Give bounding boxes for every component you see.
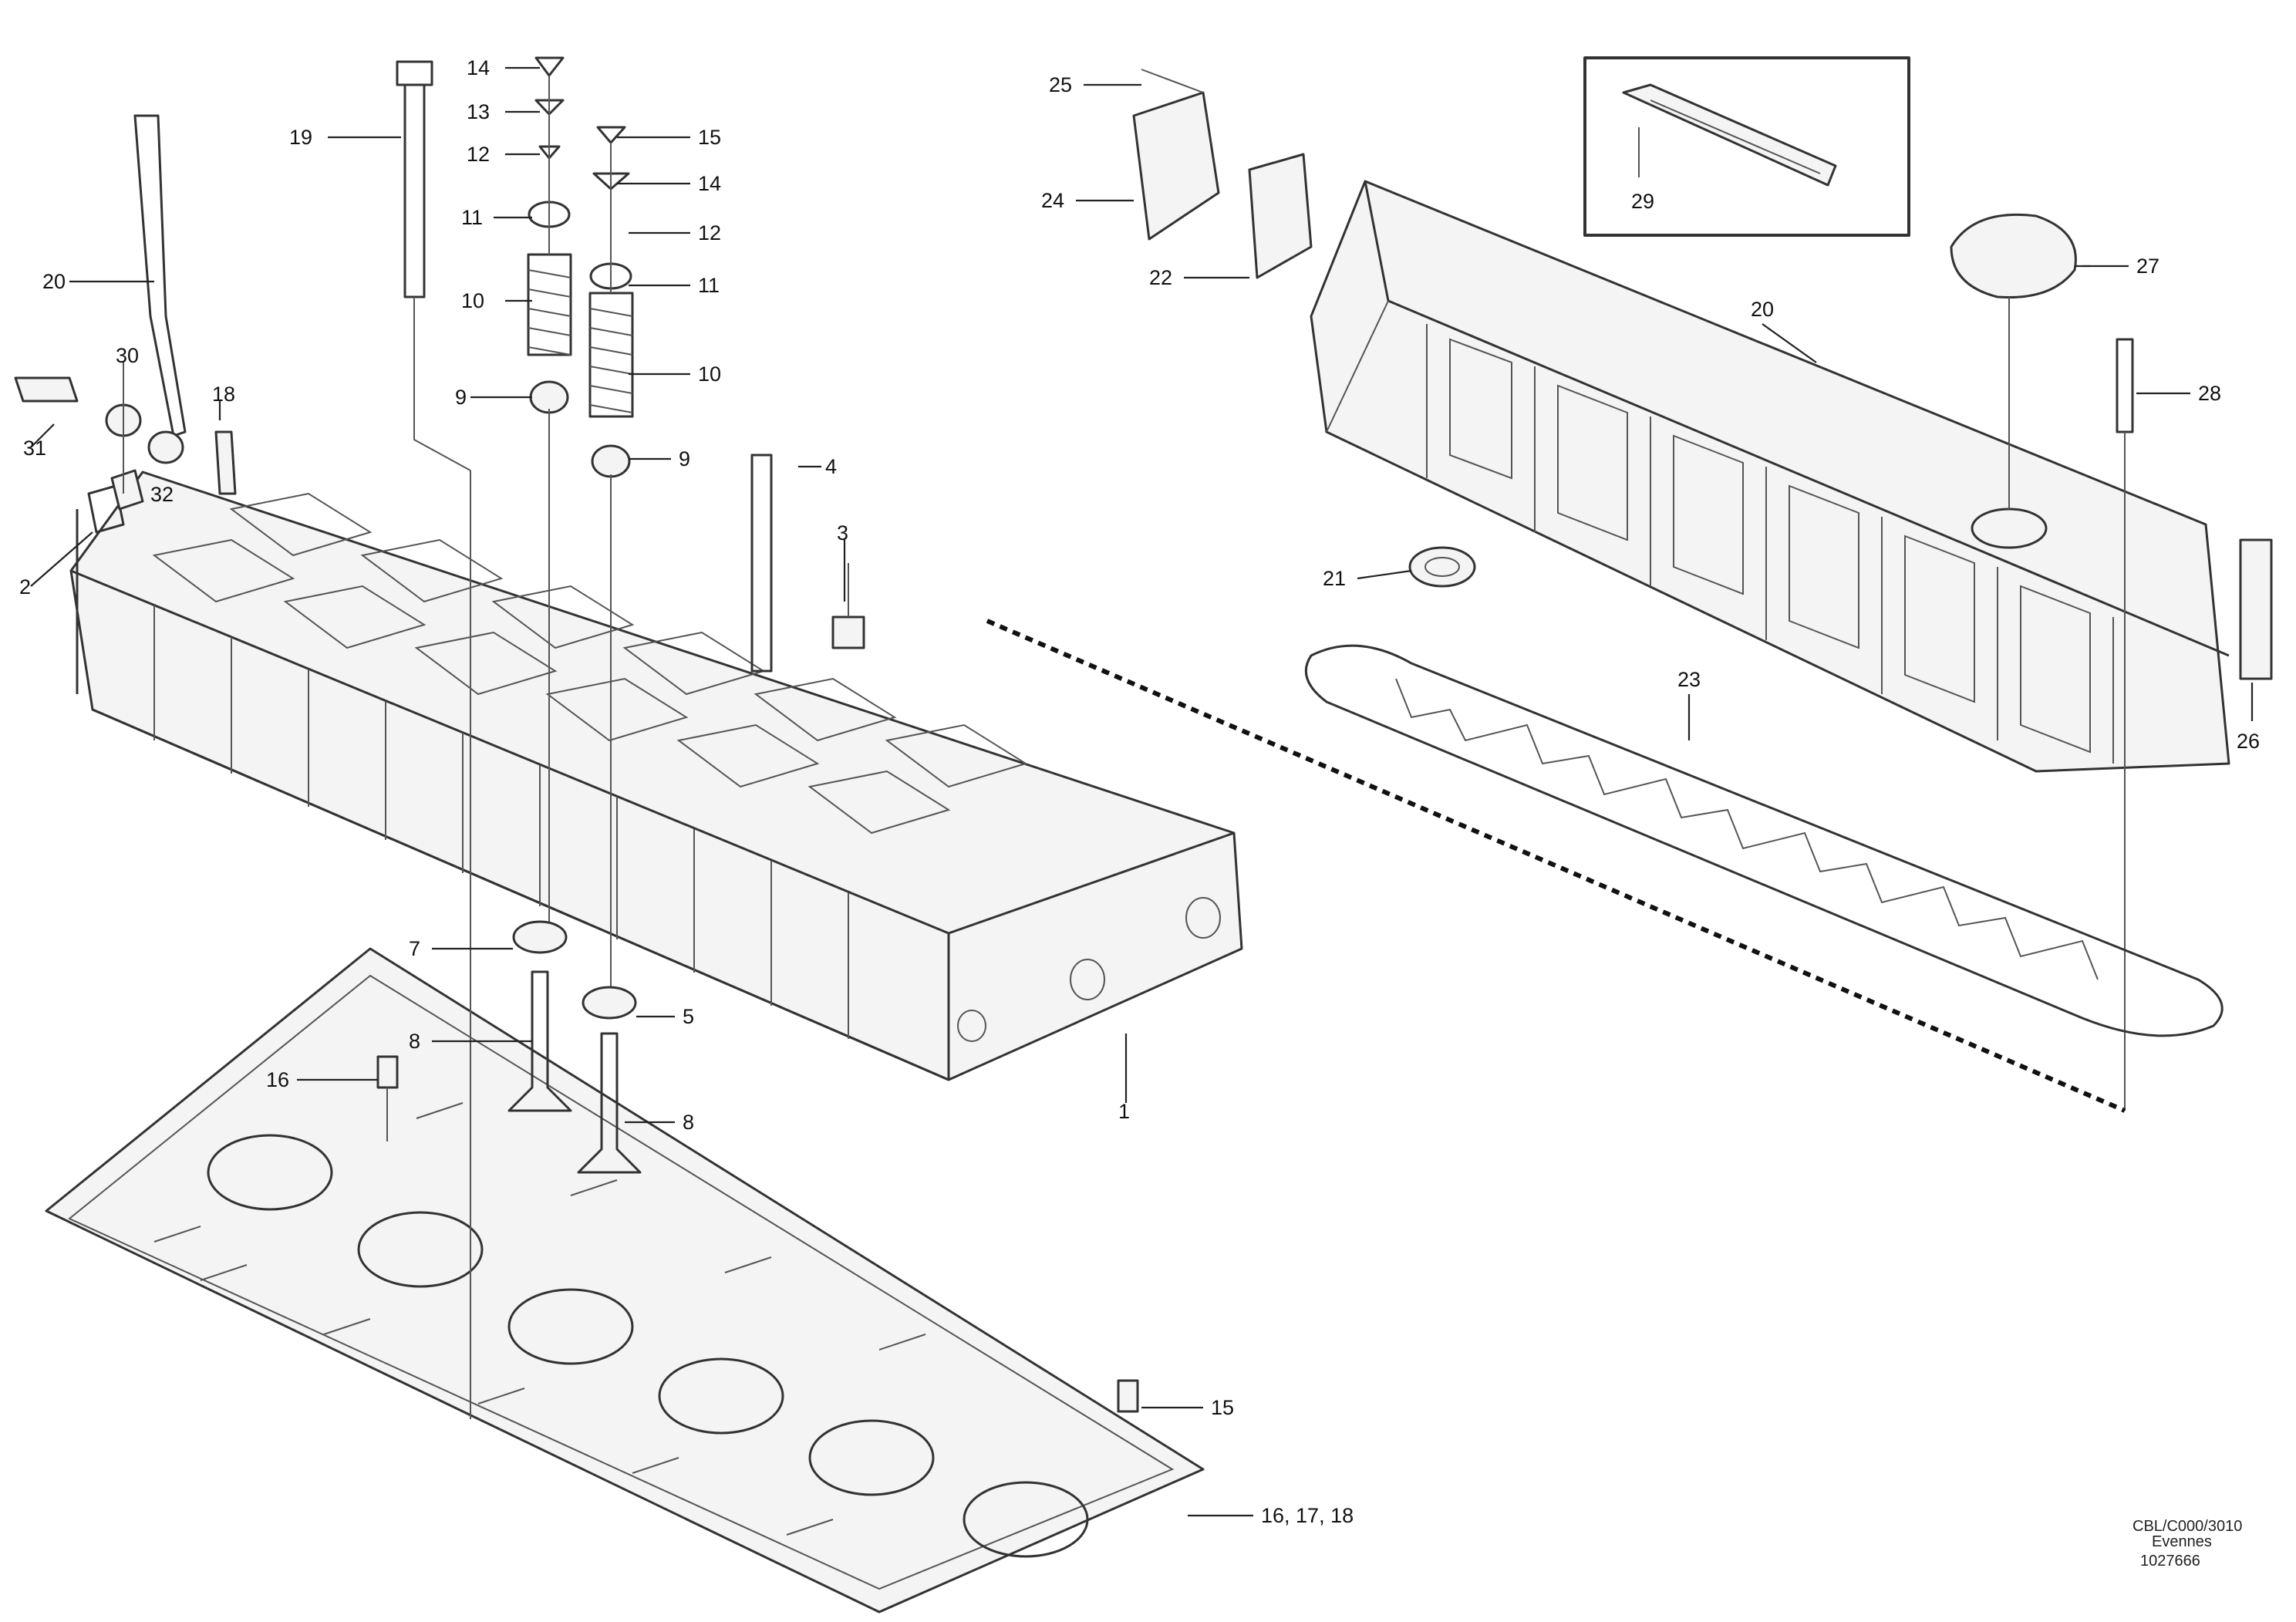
valve-cover xyxy=(1132,69,2273,1111)
footer-reference: CBL/C000/3010 Evennes 1027666 xyxy=(2132,1518,2242,1570)
callout-label: 30 xyxy=(116,344,139,367)
inset-box xyxy=(1583,56,1910,237)
callout-label: 18 xyxy=(212,383,235,406)
callout-label: 25 xyxy=(1049,73,1072,96)
footer-ref-1: CBL/C000/3010 xyxy=(2132,1518,2242,1535)
callout-label: 8 xyxy=(409,1030,420,1053)
footer-ref-3: 1027666 xyxy=(2140,1553,2200,1570)
callout-label: 21 xyxy=(1323,567,1346,590)
callout-label: 14 xyxy=(467,56,490,79)
footer-ref-2: Evennes xyxy=(2152,1533,2212,1550)
callout-label: 13 xyxy=(467,100,490,123)
location-dashed-line xyxy=(986,619,2126,1113)
callout-labels: 14 13 12 19 15 14 12 11 11 10 10 9 9 20 … xyxy=(19,56,2260,1527)
callout-label: 26 xyxy=(2237,730,2260,753)
callout-label: 10 xyxy=(698,363,721,386)
callout-label: 11 xyxy=(698,274,720,297)
callout-label: 9 xyxy=(455,386,467,409)
cylinder-head xyxy=(69,470,1243,1081)
callout-label: 32 xyxy=(150,483,174,506)
callout-label: 29 xyxy=(1631,190,1654,213)
callout-label: 22 xyxy=(1149,266,1172,289)
valve-train xyxy=(14,56,1139,1419)
callout-label: 11 xyxy=(461,206,483,229)
callout-label: 12 xyxy=(467,143,490,166)
callout-label: 10 xyxy=(461,289,484,312)
callout-label: 16 xyxy=(266,1068,289,1091)
callout-label: 20 xyxy=(42,270,66,293)
callout-label: 15 xyxy=(1211,1396,1234,1419)
callout-leaders xyxy=(30,66,2254,1517)
callout-label: 5 xyxy=(683,1005,694,1028)
callout-label: 31 xyxy=(23,437,46,460)
callout-label: 28 xyxy=(2198,382,2221,405)
callout-label: 19 xyxy=(289,126,312,149)
head-gasket xyxy=(45,947,1205,1614)
callout-label: 8 xyxy=(683,1111,694,1134)
callout-label: 15 xyxy=(698,126,721,149)
callout-label: 7 xyxy=(409,937,420,960)
callout-label: 16, 17, 18 xyxy=(1261,1504,1354,1527)
callout-label: 20 xyxy=(1751,298,1774,321)
callout-label: 12 xyxy=(698,221,721,244)
callout-label: 24 xyxy=(1041,189,1064,212)
callout-label: 2 xyxy=(19,575,31,599)
callout-label: 9 xyxy=(679,447,690,470)
callout-label: 1 xyxy=(1118,1100,1130,1123)
callout-label: 4 xyxy=(825,455,837,478)
callout-label: 23 xyxy=(1677,668,1701,691)
callout-label: 14 xyxy=(698,172,721,195)
callout-label: 3 xyxy=(837,521,848,545)
callout-label: 27 xyxy=(2136,255,2159,278)
